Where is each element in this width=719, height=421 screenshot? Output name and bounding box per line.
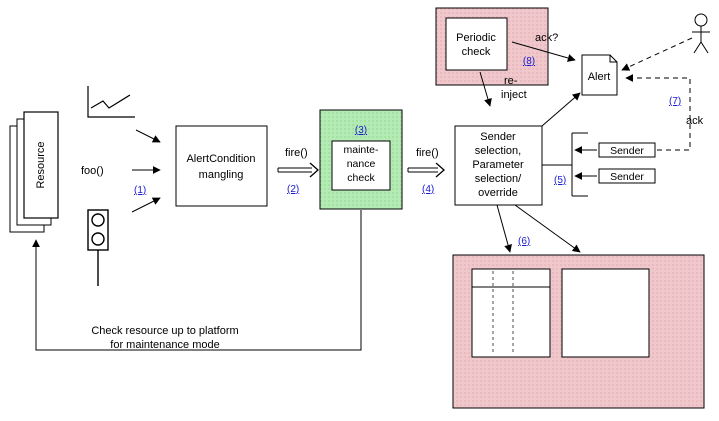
sender-selection-line-1: Sender bbox=[480, 131, 516, 143]
sender-node-b: Sender bbox=[598, 168, 656, 184]
chart-sketch-icon bbox=[87, 86, 135, 118]
sender-b-label: Sender bbox=[610, 171, 644, 183]
step-7-label: (7) bbox=[669, 96, 681, 107]
traffic-light-icon bbox=[87, 209, 109, 286]
actor-icon bbox=[692, 13, 710, 54]
document-icon: Alert bbox=[581, 54, 618, 96]
ack-label: ack bbox=[686, 115, 704, 127]
step-6-label: (6) bbox=[518, 236, 530, 247]
step-4-label: (4) bbox=[422, 184, 434, 195]
sender-selection-line-3: Parameter bbox=[472, 159, 524, 171]
alert-condition-line-1: AlertCondition bbox=[186, 153, 255, 165]
sender-node-a: Sender bbox=[598, 142, 656, 158]
fire-1-arrow bbox=[277, 162, 319, 178]
escalation-rules-box bbox=[561, 268, 650, 358]
sender-selection-line-2: selection, bbox=[475, 145, 521, 157]
fire-2-label: fire() bbox=[416, 147, 439, 159]
foo-label: foo() bbox=[81, 165, 104, 177]
step-1-label: (1) bbox=[134, 185, 146, 196]
fire-1-label: fire() bbox=[285, 147, 308, 159]
step-8-label: (8) bbox=[523, 56, 535, 67]
check-resource-line-1: Check resource up to platform bbox=[91, 325, 238, 337]
operator-schedules-table bbox=[471, 268, 551, 358]
periodic-check-group: Periodic check (8) bbox=[435, 7, 549, 86]
step-2-label: (2) bbox=[287, 184, 299, 195]
step-5-label: (5) bbox=[554, 175, 566, 186]
maintenance-line-1: mainte- bbox=[343, 144, 379, 156]
fire-2-arrow bbox=[407, 162, 445, 178]
alert-condition-node: AlertCondition mangling bbox=[175, 125, 268, 207]
step-3-label: (3) bbox=[355, 125, 367, 136]
check-resource-line-2: for maintenance mode bbox=[110, 339, 219, 351]
sender-selection-node: Sender selection, Parameter selection/ o… bbox=[454, 125, 543, 206]
alert-label: Alert bbox=[588, 71, 611, 83]
sender-selection-line-5: override bbox=[478, 187, 518, 199]
reinject-line-1: re- bbox=[504, 75, 518, 87]
periodic-line-2: check bbox=[462, 46, 491, 58]
resource-stack: Resource bbox=[9, 111, 59, 233]
ack-question-label: ack? bbox=[535, 32, 558, 44]
alert-condition-line-2: mangling bbox=[199, 169, 244, 181]
periodic-line-1: Periodic bbox=[456, 32, 496, 44]
resource-label: Resource bbox=[35, 141, 47, 188]
maintenance-line-2: nance bbox=[347, 158, 376, 170]
sender-a-label: Sender bbox=[610, 145, 644, 157]
maintenance-check-node: (3) mainte- nance check bbox=[319, 109, 403, 210]
operator-group bbox=[452, 254, 705, 409]
reinject-line-2: inject bbox=[501, 89, 527, 101]
sender-selection-line-4: selection/ bbox=[475, 173, 522, 185]
maintenance-line-3: check bbox=[347, 172, 375, 184]
